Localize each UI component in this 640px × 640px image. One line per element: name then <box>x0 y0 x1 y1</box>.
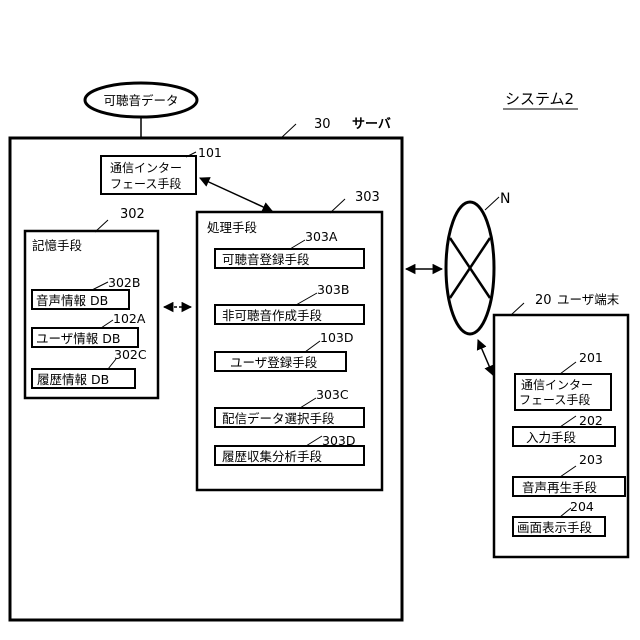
terminal-item-screen-display-label: 画面表示手段 <box>517 520 592 535</box>
terminal-leader <box>511 303 524 315</box>
storage-ref: 302 <box>120 207 145 222</box>
processing-item-delivery-selection-label: 配信データ選択手段 <box>222 411 335 426</box>
terminal-item-input-label: 入力手段 <box>526 430 576 445</box>
system-label: システム2 <box>505 90 574 108</box>
storage-item-user-db-label: ユーザ情報 DB <box>36 331 120 346</box>
processing-item-history-analysis-label: 履歴収集分析手段 <box>222 449 322 464</box>
terminal-item-input-ref: 202 <box>579 413 603 428</box>
processing-item-user-registration-ref: 103D <box>320 330 353 345</box>
terminal-item-comm-if-line2: フェース手段 <box>519 392 590 407</box>
processing-item-inaudible-creation-label: 非可聴音作成手段 <box>222 308 322 323</box>
storage-title: 記憶手段 <box>32 238 82 253</box>
terminal-ref: 20 <box>535 293 552 308</box>
network-terminal-arrow <box>478 340 493 375</box>
terminal-item-audio-playback-ref: 203 <box>579 452 603 467</box>
storage-item-history-db-ref: 302C <box>114 347 147 362</box>
server-comm-if-ref: 101 <box>198 145 222 160</box>
terminal-item-comm-if-line1: 通信インター <box>521 378 593 392</box>
terminal-item-screen-display-ref: 204 <box>570 499 594 514</box>
network-symbol <box>446 202 494 334</box>
terminal-item-audio-playback-label: 音声再生手段 <box>522 480 597 495</box>
server-name: サーバ <box>352 117 391 132</box>
processing-item-audible-registration-label: 可聴音登録手段 <box>222 252 310 267</box>
network-leader <box>485 197 499 210</box>
audible-data-label: 可聴音データ <box>103 93 178 108</box>
processing-ref: 303 <box>355 190 380 205</box>
processing-item-delivery-selection-ref: 303C <box>316 387 349 402</box>
processing-item-user-registration-label: ユーザ登録手段 <box>230 355 317 370</box>
storage-item-history-db-label: 履歴情報 DB <box>37 372 109 387</box>
network-ref: N <box>500 191 510 207</box>
storage-item-user-db-ref: 102A <box>113 311 146 326</box>
server-comm-if-line2: フェース手段 <box>110 176 181 191</box>
processing-item-inaudible-creation-ref: 303B <box>317 282 349 297</box>
processing-title: 処理手段 <box>207 220 257 235</box>
server-comm-if-line1: 通信インター <box>110 161 182 175</box>
terminal-item-comm-if-ref: 201 <box>579 350 603 365</box>
server-ref: 30 <box>314 117 331 132</box>
storage-item-voice-db-label: 音声情報 DB <box>36 293 108 308</box>
processing-item-audible-registration-ref: 303A <box>305 229 338 244</box>
storage-item-voice-db-ref: 302B <box>108 275 140 290</box>
terminal-name: ユーザ端末 <box>557 292 620 307</box>
